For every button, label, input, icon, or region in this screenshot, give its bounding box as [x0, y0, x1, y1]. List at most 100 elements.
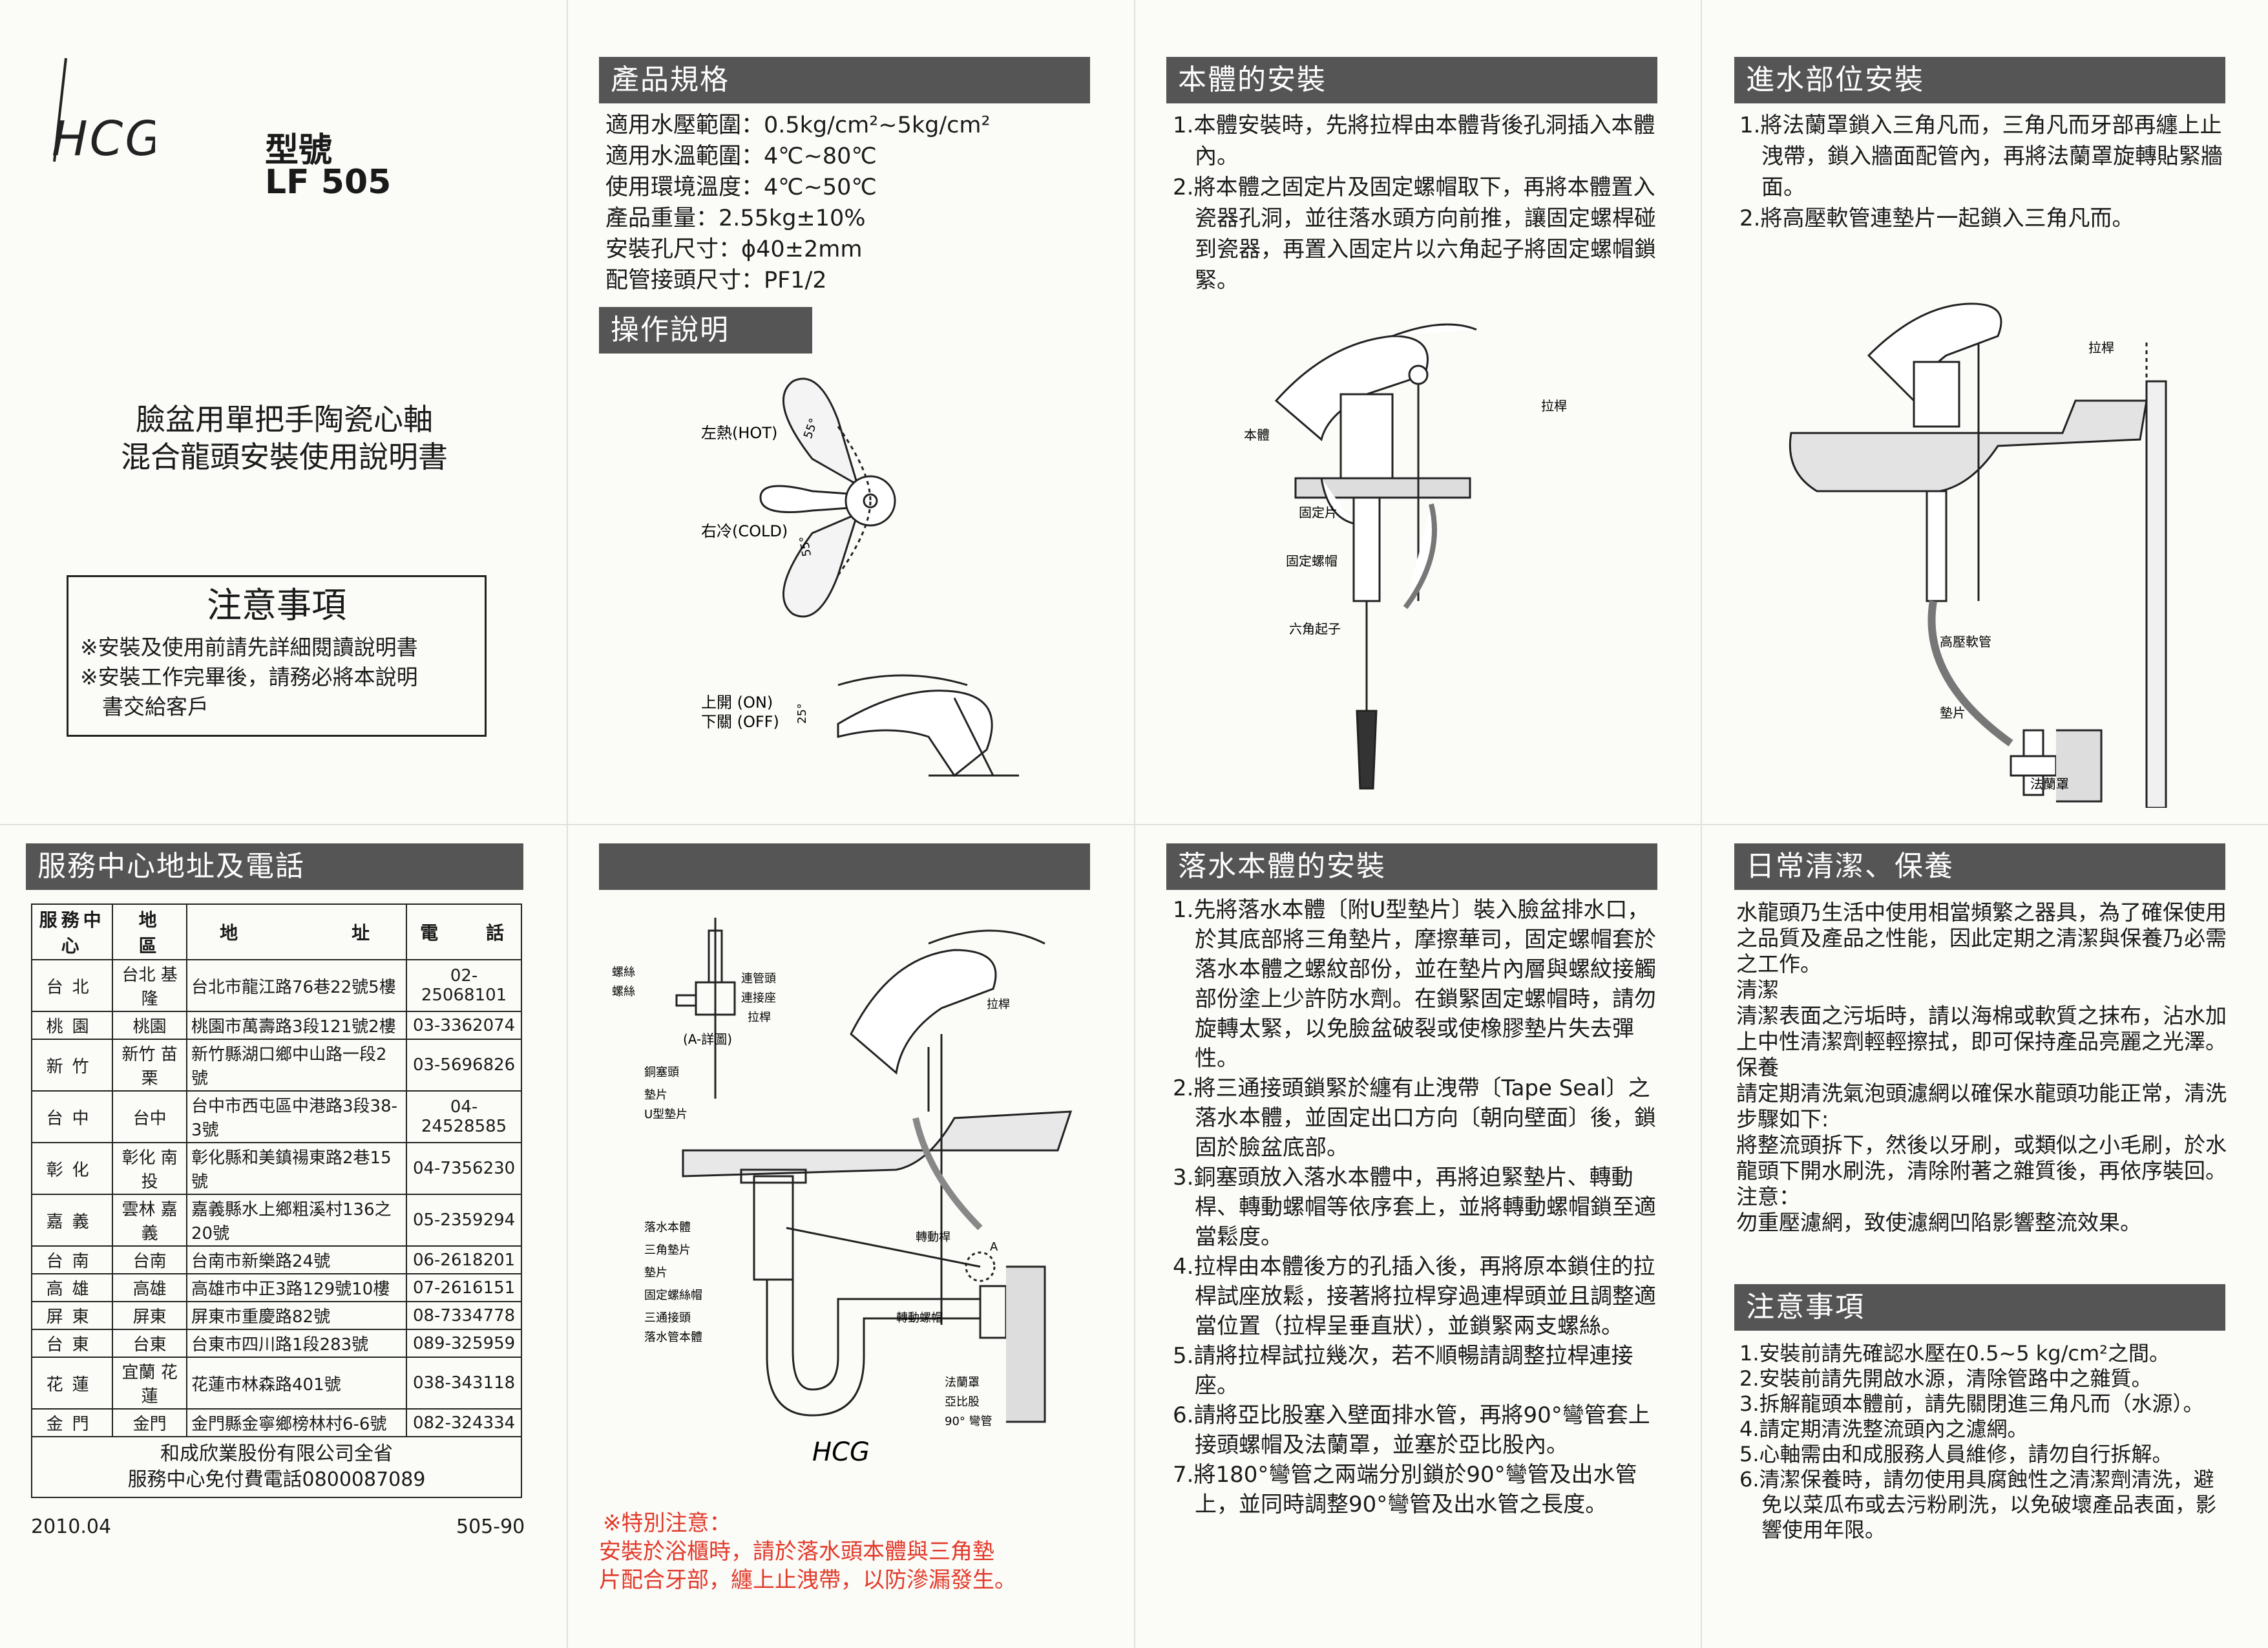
manual-title-line1: 臉盆用單把手陶瓷心軸 [136, 402, 433, 437]
label-triangle-washer: 三角墊片 [644, 1243, 691, 1257]
label-fix-nut: 固定螺絲帽 [644, 1289, 702, 1302]
service-phone: 082-324334 [406, 1408, 522, 1437]
label-hose: 高壓軟管 [1940, 634, 1991, 650]
service-address: 新竹縣湖口鄉中山路一段2號 [185, 1039, 408, 1092]
service-panel: 服務中心地址及電話 服務中心地 區地 址電 話 台北台北 基隆台北市龍江路76巷… [0, 0, 567, 1648]
service-area: 台東 [112, 1329, 187, 1358]
service-table-header: 地 區 [112, 903, 187, 960]
notes-item: 1.安裝前請先確認水壓在0.5~5 kg/cm²之間。 [1739, 1341, 2170, 1366]
care-heading: 日常清潔、保養 [1734, 843, 2225, 890]
notes-item: 3.拆解龍頭本體前，請先關閉進三角凡而（水源）。 [1739, 1391, 2204, 1416]
drain-install-step: 3.銅塞頭放入落水本體中，再將迫緊墊片、轉動桿、轉動螺帽等依序套上，並將轉動螺帽… [1173, 1165, 1656, 1250]
notice-box: 注意事項 ※安裝及使用前請先詳細閱讀說明書 ※安裝工作完畢後，請務必將本說明 書… [67, 575, 487, 737]
label-90-elbow: 90° 彎管 [945, 1415, 992, 1428]
service-table-header: 電 話 [406, 903, 522, 960]
spec-line: 產品重量：2.55kg±10% [605, 206, 866, 231]
service-table-header: 地 址 [185, 903, 408, 960]
drain-install-step: 4.拉桿由本體後方的孔插入後，再將原本鎖住的拉桿試座放鬆，接著將拉桿穿過連桿頭並… [1173, 1254, 1656, 1339]
spec-line: 使用環境溫度：4℃~50℃ [605, 174, 877, 200]
drain-install-step: 1.先將落水本體〔附U型墊片〕裝入臉盆排水口，於其底部將三角墊片，摩擦華司，固定… [1173, 897, 1656, 1072]
hot-label: 左熱(HOT) [701, 424, 777, 442]
service-area: 新竹 苗栗 [112, 1039, 187, 1092]
service-address: 台中市西屯區中港路3段38-3號 [185, 1090, 408, 1143]
hcg-logo: HCG [52, 58, 155, 167]
label-lever: 拉桿 [1541, 398, 1567, 414]
care-text: 水龍頭乃生活中使用相當頻繁之器具，為了確保使用之品質及產品之性能，因此定期之清潔… [1736, 900, 2227, 1236]
special-note-title: ※特別注意： [603, 1510, 731, 1536]
care-panel: 日常清潔、保養 水龍頭乃生活中使用相當頻繁之器具，為了確保使用之品質及產品之性能… [1701, 0, 2268, 1648]
inlet-diagram: 拉桿 高壓軟管 墊片 法蘭罩 [1789, 302, 2167, 808]
inlet-heading: 進水部位安裝 [1734, 57, 2225, 103]
service-area: 台北 基隆 [112, 959, 187, 1012]
label-detail-a: (A-詳圖) [683, 1031, 732, 1047]
body-install-steps: 1.本體安裝時，先將拉桿由本體背後孔洞插入本體內。 2.將本體之固定片及固定螺帽… [1173, 110, 1657, 296]
notes-item: 4.請定期清洗整流頭內之濾網。 [1739, 1417, 2028, 1441]
service-address: 彰化縣和美鎮禓東路2巷15號 [185, 1142, 408, 1195]
service-area: 金門 [112, 1408, 187, 1437]
angle-25: 25° [795, 703, 809, 724]
print-date: 2010.04 [31, 1516, 112, 1538]
label-screw: 螺絲 [612, 966, 635, 979]
off-label: 下關 (OFF) [701, 713, 779, 731]
inlet-step: 2.將高壓軟管連墊片一起鎖入三角凡而。 [1739, 206, 2134, 231]
spec-line: 適用水溫範圍：4℃~80℃ [605, 143, 877, 169]
service-center: 嘉義 [30, 1194, 114, 1247]
care-cleaning-text: 清潔表面之污垢時，請以海棉或軟質之抹布，沾水加上中性清潔劑輕輕擦拭，即可保持產品… [1736, 1003, 2227, 1054]
spec-list: 適用水壓範圍：0.5kg/cm²~5kg/cm² 適用水溫範圍：4℃~80℃ 使… [605, 110, 991, 296]
service-center: 屏東 [30, 1301, 114, 1330]
body-install-diagram: 拉桿 本體 固定片 固定螺帽 六角起子 [1244, 323, 1567, 790]
service-center: 高雄 [30, 1273, 114, 1302]
notes-item: 2.安裝前請先開啟水源，清除管路中之雜質。 [1739, 1366, 2152, 1391]
label-washer: 墊片 [644, 1088, 667, 1102]
special-note-line: 安裝於浴櫃時，請於落水頭本體與三角墊 [599, 1539, 994, 1565]
label-washer: 墊片 [1940, 705, 1966, 721]
label-drain-pipe: 落水管本體 [644, 1331, 702, 1344]
diagram-logo: HCG [812, 1437, 870, 1467]
label-plate: 固定片 [1299, 505, 1338, 520]
service-center: 花蓮 [30, 1357, 114, 1410]
service-address: 屏東市重慶路82號 [185, 1301, 408, 1330]
manual-title-line2: 混合龍頭安裝使用說明書 [121, 439, 448, 474]
drain-diagram-panel: 螺絲 螺絲 連管頭 連接座 拉桿 (A-詳圖) 銅塞頭 墊片 U型墊片 拉桿 落… [567, 0, 1134, 1648]
service-phone: 04-7356230 [406, 1142, 522, 1195]
label-screw: 螺絲 [612, 985, 635, 998]
service-area: 屏東 [112, 1301, 187, 1330]
body-install-panel: 本體的安裝 1.本體安裝時，先將拉桿由本體背後孔洞插入本體內。 2.將本體之固定… [1134, 0, 1701, 1648]
label-rod-head: 連管頭 [741, 972, 776, 986]
service-phone: 089-325959 [406, 1329, 522, 1358]
service-area: 雲林 嘉義 [112, 1194, 187, 1247]
label-connector: 連接座 [741, 991, 776, 1005]
service-phone: 05-2359294 [406, 1194, 522, 1247]
operation-heading: 操作說明 [599, 307, 812, 354]
service-heading: 服務中心地址及電話 [26, 843, 523, 890]
care-maintenance-steps: 將整流頭拆下，然後以牙刷，或類似之小毛刷，於水龍頭下開水刷洗，清除附著之雜質後，… [1736, 1132, 2227, 1183]
label-lever: 拉桿 [2088, 340, 2114, 355]
model-number: LF 505 [265, 163, 392, 202]
service-phone: 07-2616151 [406, 1273, 522, 1302]
service-table-header: 服務中心 [30, 903, 114, 960]
service-phone: 08-7334778 [406, 1301, 522, 1330]
notes-item: 6.清潔保養時，請勿使用具腐蝕性之清潔劑清洗，避免以菜瓜布或去污粉刷洗，以免破壞… [1739, 1467, 2217, 1542]
service-center: 台北 [30, 959, 114, 1012]
spec-heading: 產品規格 [599, 57, 1090, 103]
notes-list: 1.安裝前請先確認水壓在0.5~5 kg/cm²之間。 2.安裝前請先開啟水源，… [1739, 1341, 2231, 1543]
label-tee: 三通接頭 [644, 1311, 691, 1325]
operation-diagram: 左熱(HOT) 右冷(COLD) 55° 55° 上開 (ON) 下關 (OFF… [701, 377, 1019, 777]
care-caution-label: 注意： [1736, 1184, 1800, 1209]
service-center: 彰化 [30, 1142, 114, 1195]
service-area: 桃園 [112, 1011, 187, 1040]
drain-install-step: 6.請將亞比股塞入壁面排水管，再將90°彎管套上接頭螺帽及法蘭罩，並塞於亞比股內… [1173, 1402, 1650, 1458]
label-flange: 法蘭罩 [2030, 776, 2069, 792]
label-a: A [990, 1240, 998, 1254]
service-phone: 03-5696826 [406, 1039, 522, 1092]
care-caution-text: 勿重壓濾網，致使濾網凹陷影響整流效果。 [1736, 1210, 2141, 1235]
service-phone: 038-343118 [406, 1357, 522, 1410]
